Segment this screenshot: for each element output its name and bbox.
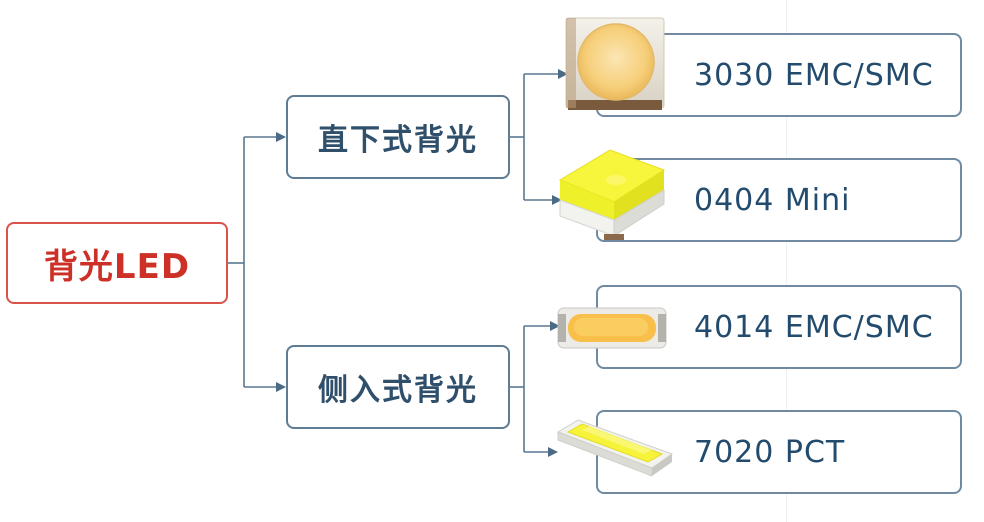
leaf-node-label: 4014 EMC/SMC	[694, 309, 934, 345]
branch-node-direct-backlight: 直下式背光	[286, 95, 510, 179]
branch-node-label: 侧入式背光	[318, 373, 478, 408]
leaf-node-label: 3030 EMC/SMC	[694, 57, 934, 93]
leaf-node-label: 7020 PCT	[694, 434, 846, 470]
branch-node-edge-backlight: 侧入式背光	[286, 345, 510, 429]
faint-divider-line	[786, 0, 787, 522]
led-7020-chip-icon	[556, 419, 674, 477]
root-node: 背光LED	[6, 222, 228, 304]
leaf-node-label: 0404 Mini	[694, 182, 851, 218]
root-node-label: 背光LED	[43, 246, 191, 287]
led-0404-mini-chip-icon	[558, 149, 666, 240]
branch-node-label: 直下式背光	[318, 123, 478, 158]
led-3030-chip-icon	[565, 17, 665, 110]
led-4014-chip-icon	[557, 307, 667, 349]
